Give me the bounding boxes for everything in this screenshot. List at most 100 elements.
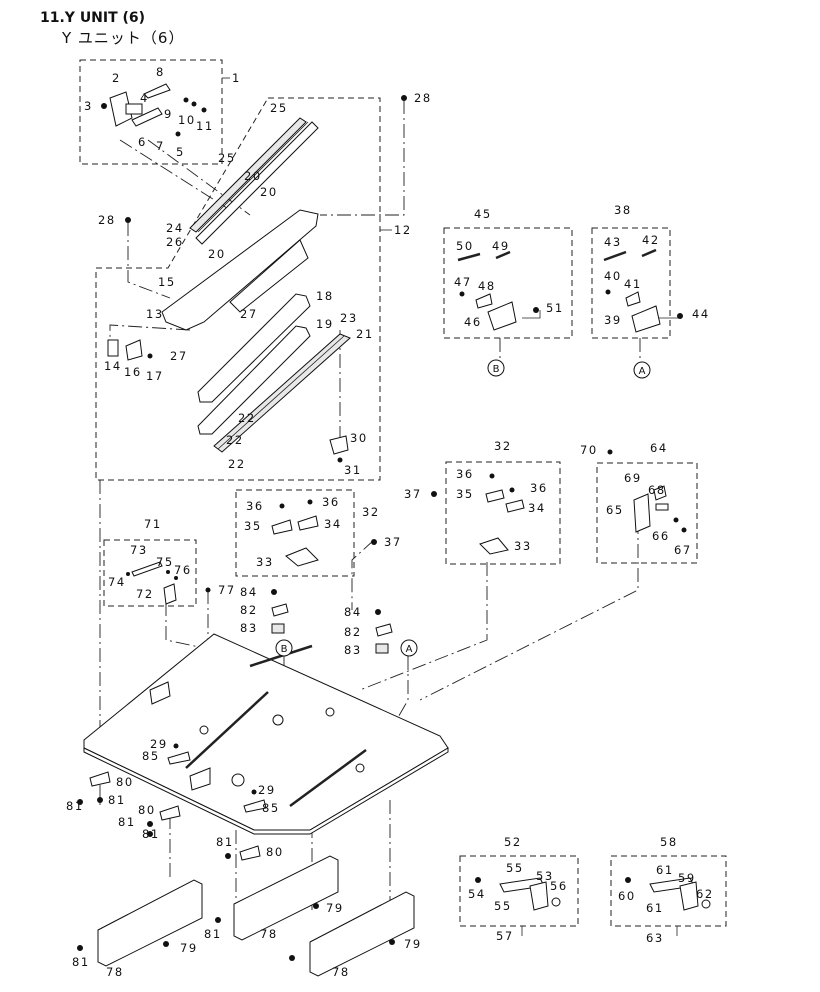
- screw-84-left: [271, 589, 277, 595]
- chain-lines: [99, 77, 680, 936]
- plate-hole: [272, 714, 284, 726]
- strip-19: [197, 325, 311, 435]
- callout-12: 12: [394, 223, 412, 237]
- bracket-85-b: [243, 799, 267, 813]
- callout-58: 58: [660, 835, 678, 849]
- callout-66: 66: [652, 529, 670, 543]
- callout-78: 78: [260, 927, 278, 941]
- callout-77: 77: [218, 583, 236, 597]
- rail-26: [195, 121, 319, 245]
- clip-69: [653, 485, 667, 501]
- ref-circle-A-plate: [400, 639, 418, 657]
- bracket-85-a: [167, 751, 191, 765]
- callout-50: 50: [456, 239, 474, 253]
- callout-55: 55: [494, 899, 512, 913]
- clip-82-left: [271, 603, 289, 617]
- screw-3: [101, 103, 107, 109]
- callout-85: 85: [142, 749, 160, 763]
- plate-hole: [231, 773, 245, 787]
- chain-line: [359, 562, 488, 691]
- rod-49: [495, 250, 511, 260]
- ref-circle-A-top: [633, 361, 651, 379]
- rail-24: [189, 117, 307, 233]
- callout-83: 83: [344, 643, 362, 657]
- group-box-58: [610, 855, 727, 927]
- callout-68: 68: [648, 483, 666, 497]
- callout-32: 32: [494, 439, 512, 453]
- screw-44: [677, 313, 683, 319]
- cover-78-right: [309, 891, 415, 977]
- callout-26: 26: [166, 235, 184, 249]
- callout-79: 79: [404, 937, 422, 951]
- screw-31: [337, 457, 343, 463]
- callout-74: 74: [108, 575, 126, 589]
- strip-group: [197, 293, 351, 453]
- slot-line: [289, 748, 367, 808]
- group-box-52: [459, 855, 579, 927]
- callout-41: 41: [624, 277, 642, 291]
- hinge-group-52: [475, 877, 561, 911]
- callout-34: 34: [324, 517, 342, 531]
- callout-7: 7: [156, 139, 165, 153]
- callout-30: 30: [350, 431, 368, 445]
- page-subtitle: Y ユニット（6）: [62, 29, 185, 47]
- callout-36: 36: [456, 467, 474, 481]
- bracket-14: [107, 339, 119, 357]
- callout-28: 28: [414, 91, 432, 105]
- callout-81: 81: [216, 835, 234, 849]
- screw-11: [201, 107, 207, 113]
- callout-54: 54: [468, 887, 486, 901]
- callout-37: 37: [404, 487, 422, 501]
- callout-24: 24: [166, 221, 184, 235]
- callout-65: 65: [606, 503, 624, 517]
- plate-33-r: [479, 537, 509, 555]
- callout-49: 49: [492, 239, 510, 253]
- callout-20: 20: [208, 247, 226, 261]
- plate-13: [161, 209, 319, 331]
- screw-54: [475, 877, 481, 883]
- clip-41: [625, 291, 641, 307]
- cover-78-left: [97, 879, 203, 967]
- parts-group-32-right: [479, 473, 525, 555]
- callout-80: 80: [138, 803, 156, 817]
- callout-81: 81: [142, 827, 160, 841]
- plate-hole: [355, 763, 365, 773]
- base-plate-edge: [83, 747, 449, 835]
- callout-20: 20: [244, 169, 262, 183]
- clip-16: [125, 339, 143, 361]
- callout-27: 27: [170, 349, 188, 363]
- bracket-80-c: [239, 845, 261, 861]
- group-boxes: [79, 59, 727, 927]
- callout-13: 13: [146, 307, 164, 321]
- callout-16: 16: [124, 365, 142, 379]
- callout-48: 48: [478, 279, 496, 293]
- chain-line: [351, 539, 375, 610]
- callout-82: 82: [240, 603, 258, 617]
- callout-18: 18: [316, 289, 334, 303]
- callout-37: 37: [384, 535, 402, 549]
- screw-47: [459, 291, 465, 297]
- callout-71: 71: [144, 517, 162, 531]
- chain-line: [127, 222, 171, 299]
- callout-46: 46: [464, 315, 482, 329]
- reference-label-B: B: [493, 364, 500, 375]
- rod-50: [457, 252, 481, 262]
- screw-40: [605, 289, 611, 295]
- reference-label-A: A: [639, 366, 646, 377]
- group-box-45: [443, 227, 573, 339]
- group-box-38: [591, 227, 671, 339]
- callout-20: 20: [260, 185, 278, 199]
- screw-74: [126, 572, 130, 576]
- callout-35: 35: [456, 487, 474, 501]
- callout-78: 78: [106, 965, 124, 979]
- callout-6: 6: [138, 135, 147, 149]
- callout-81: 81: [72, 955, 90, 969]
- chain-line: [119, 139, 231, 211]
- callout-75: 75: [156, 555, 174, 569]
- callout-80: 80: [116, 775, 134, 789]
- callout-10: 10: [178, 113, 196, 127]
- callout-9: 9: [164, 107, 173, 121]
- screw-28-right: [401, 95, 407, 101]
- callout-19: 19: [316, 317, 334, 331]
- plate-8: [143, 83, 171, 99]
